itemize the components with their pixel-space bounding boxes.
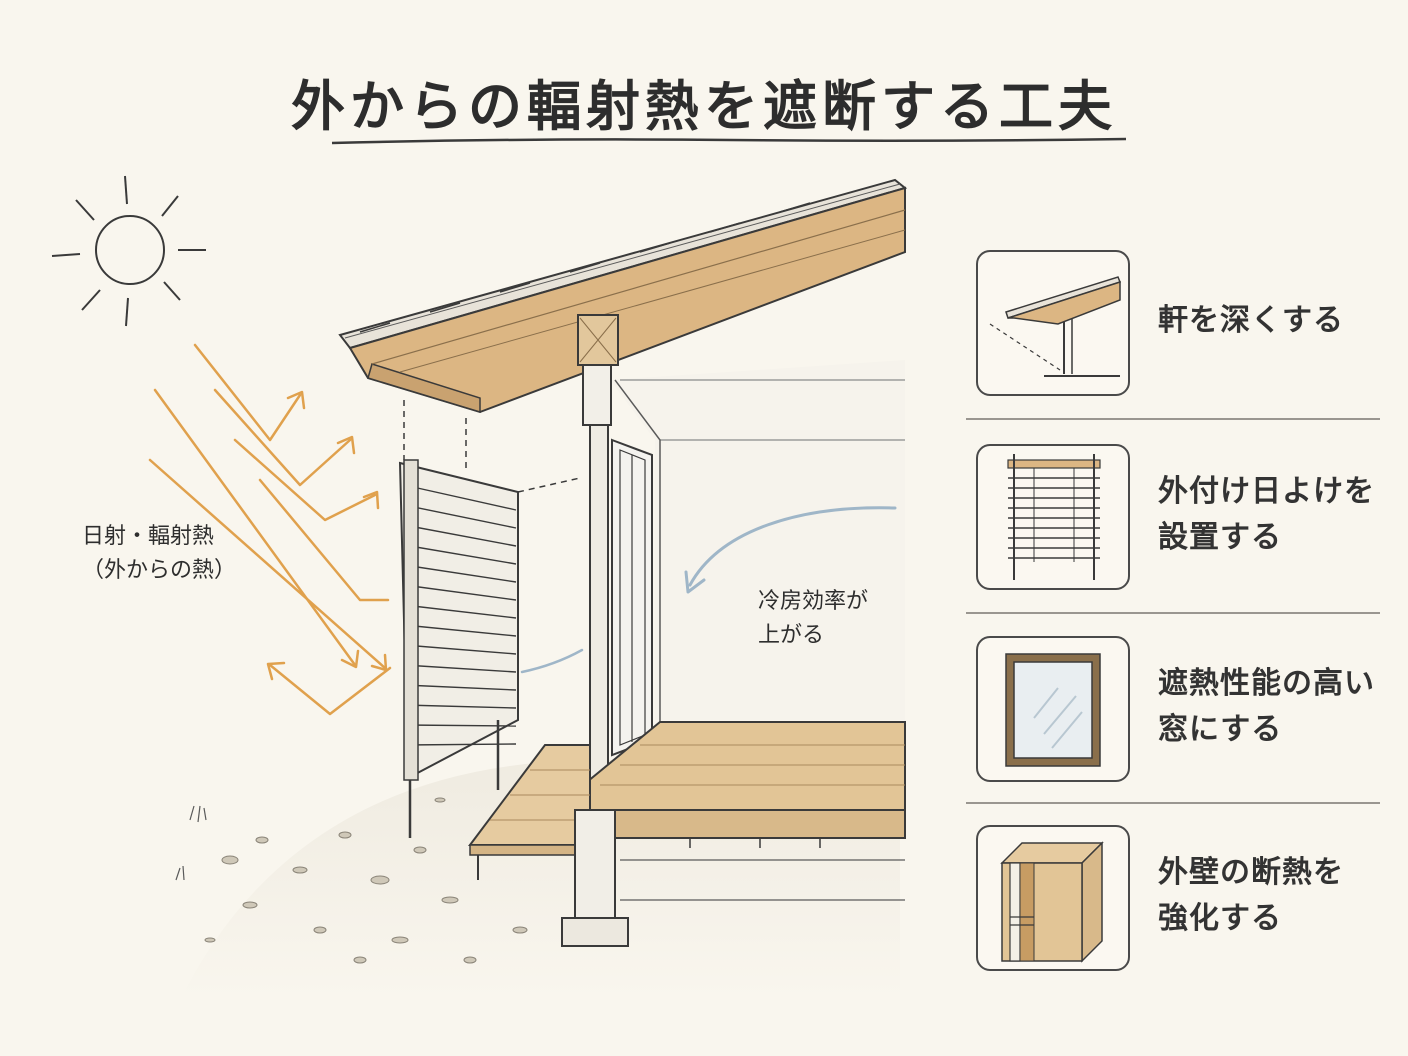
measure-text-line: 外壁の断熱を (1158, 855, 1344, 890)
sliding-window (611, 438, 653, 757)
deck (468, 721, 906, 947)
heat-radiation-label-line1: 日射・輻射熱 (82, 524, 215, 549)
title-underline (331, 137, 1127, 145)
measure-heat-shield-window-text: 遮熱性能の高い 窓にする (1158, 636, 1375, 778)
exterior-blind (398, 400, 581, 838)
measures-panel: 軒を深くする 外付け日よけを 設置する (960, 240, 1380, 980)
divider (966, 418, 1380, 420)
measure-text-line: 遮熱性能の高い (1158, 666, 1375, 701)
deep-eaves-icon (976, 250, 1130, 396)
measure-wall-insulation-text: 外壁の断熱を 強化する (1158, 825, 1344, 967)
cooling-efficiency-label: 冷房効率が 上がる (758, 585, 868, 653)
wall-insulation-icon (976, 825, 1130, 971)
cooling-label-line2: 上がる (758, 623, 825, 648)
measure-text-line: 外付け日よけを (1158, 474, 1375, 509)
measure-wall-insulation: 外壁の断熱を 強化する (976, 825, 1380, 975)
heat-radiation-label-line2: （外からの熱） (82, 558, 237, 583)
roof (338, 178, 908, 414)
heat-radiation-label: 日射・輻射熱 （外からの熱） (82, 520, 236, 588)
page-title: 外からの輻射熱を遮断する工夫 (291, 75, 1117, 138)
sun-icon (51, 175, 206, 327)
divider (966, 802, 1380, 804)
airflow-arrow (520, 506, 897, 674)
house-eave-illustration (51, 175, 908, 1000)
measure-text-line: 強化する (1158, 901, 1282, 936)
measure-external-blind: 外付け日よけを 設置する (976, 444, 1380, 594)
measure-external-blind-text: 外付け日よけを 設置する (1158, 444, 1375, 586)
measure-heat-shield-window: 遮熱性能の高い 窓にする (976, 636, 1380, 786)
heat-radiation-arrows (148, 343, 392, 716)
measure-text-line: 軒を深くする (1158, 303, 1344, 338)
measure-text-line: 設置する (1158, 520, 1282, 555)
measure-deep-eaves: 軒を深くする (976, 250, 1380, 400)
divider (966, 612, 1380, 614)
post (577, 314, 619, 786)
heat-shield-window-icon (976, 636, 1130, 782)
cooling-label-line1: 冷房効率が (758, 589, 869, 614)
external-blind-icon (976, 444, 1130, 590)
measure-deep-eaves-text: 軒を深くする (1158, 250, 1344, 392)
measure-text-line: 窓にする (1158, 712, 1283, 747)
